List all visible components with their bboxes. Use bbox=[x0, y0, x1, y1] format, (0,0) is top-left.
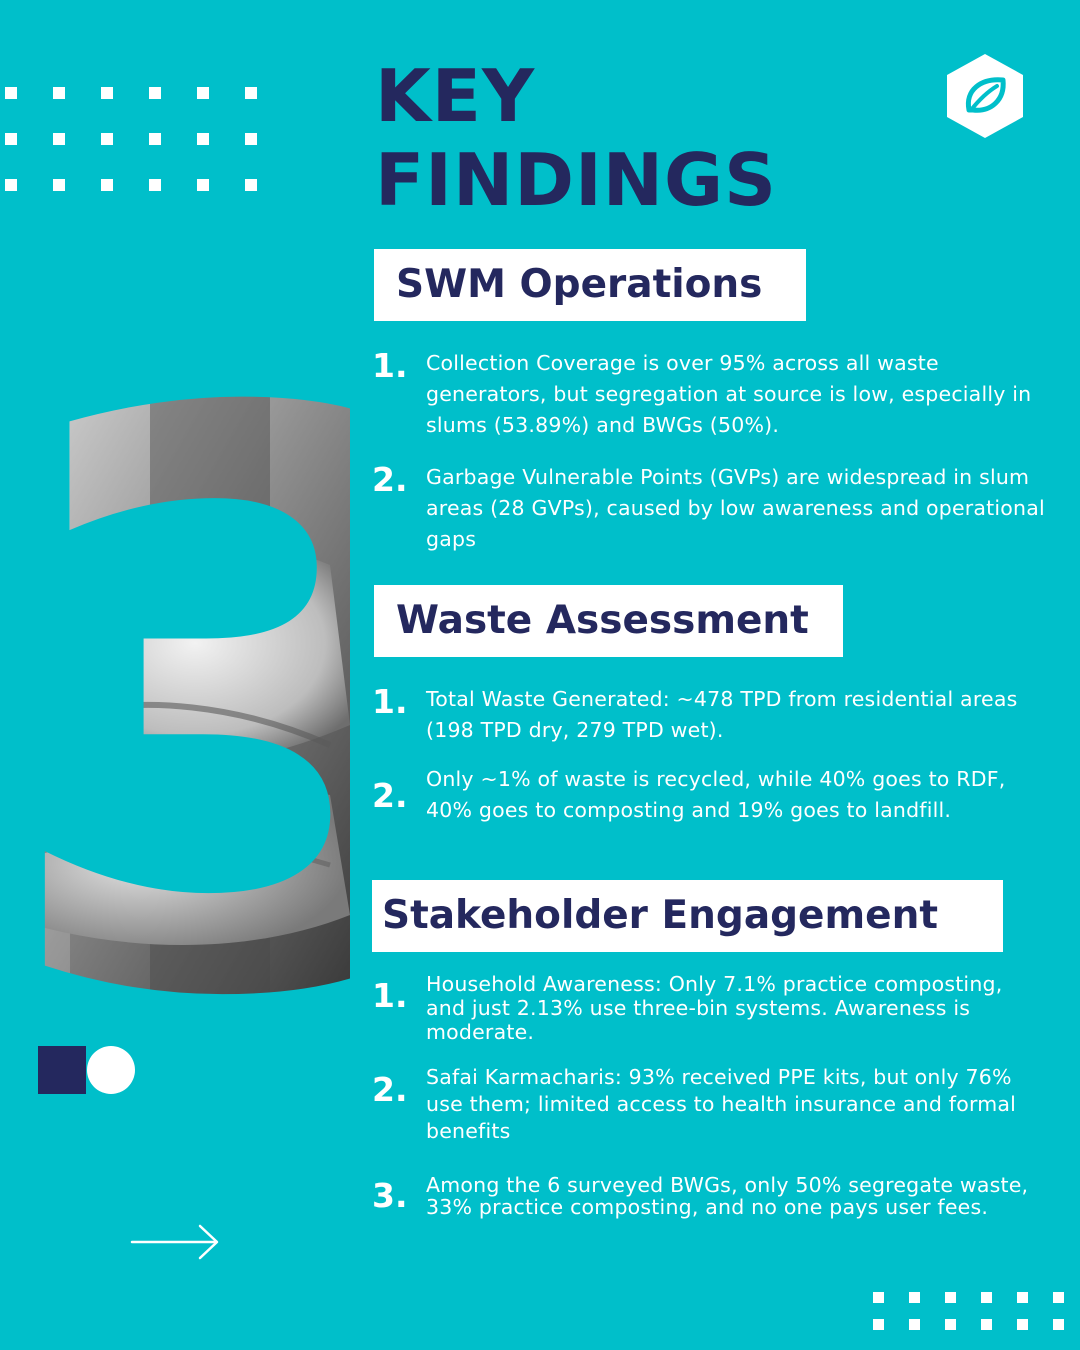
section-heading-stakeholder-engagement: Stakeholder Engagement bbox=[372, 880, 1003, 952]
section-heading-waste-assessment: Waste Assessment bbox=[374, 585, 843, 657]
item-number: 3. bbox=[372, 1176, 408, 1215]
section-heading-swm-operations: SWM Operations bbox=[374, 249, 806, 321]
item-text: Garbage Vulnerable Points (GVPs) are wid… bbox=[426, 465, 1045, 551]
decorative-dot-grid-top bbox=[5, 87, 257, 191]
item-number: 1. bbox=[372, 346, 408, 385]
white-circle-shape bbox=[87, 1046, 135, 1094]
item-text: Safai Karmacharis: 93% received PPE kits… bbox=[426, 1065, 1017, 1143]
item-text: Total Waste Generated: ~478 TPD from res… bbox=[426, 687, 1018, 742]
title-findings: FINDINGS bbox=[375, 138, 777, 222]
item-number: 1. bbox=[372, 976, 408, 1015]
item-number: 2. bbox=[372, 460, 408, 499]
decorative-shapes bbox=[38, 1046, 138, 1096]
item-number: 2. bbox=[372, 776, 408, 815]
arrow-right-icon[interactable] bbox=[130, 1222, 222, 1262]
decorative-dot-grid-bottom bbox=[873, 1292, 1065, 1330]
section-heading-text: Waste Assessment bbox=[396, 598, 809, 643]
navy-square-shape bbox=[38, 1046, 86, 1094]
title-key: KEY bbox=[375, 54, 536, 138]
item-text: Household Awareness: Only 7.1% practice … bbox=[426, 972, 1003, 1044]
item-text: Collection Coverage is over 95% across a… bbox=[426, 351, 1032, 437]
item-number: 1. bbox=[372, 682, 408, 721]
section-heading-text: SWM Operations bbox=[396, 262, 763, 307]
item-text: Among the 6 surveyed BWGs, only 50% segr… bbox=[426, 1173, 1029, 1219]
big-number-three-photo: 3 bbox=[0, 395, 350, 995]
item-text: Only ~1% of waste is recycled, while 40%… bbox=[426, 767, 1006, 822]
leaf-hexagon-icon bbox=[947, 54, 1023, 138]
section-heading-text: Stakeholder Engagement bbox=[382, 893, 938, 938]
item-number: 2. bbox=[372, 1070, 408, 1109]
